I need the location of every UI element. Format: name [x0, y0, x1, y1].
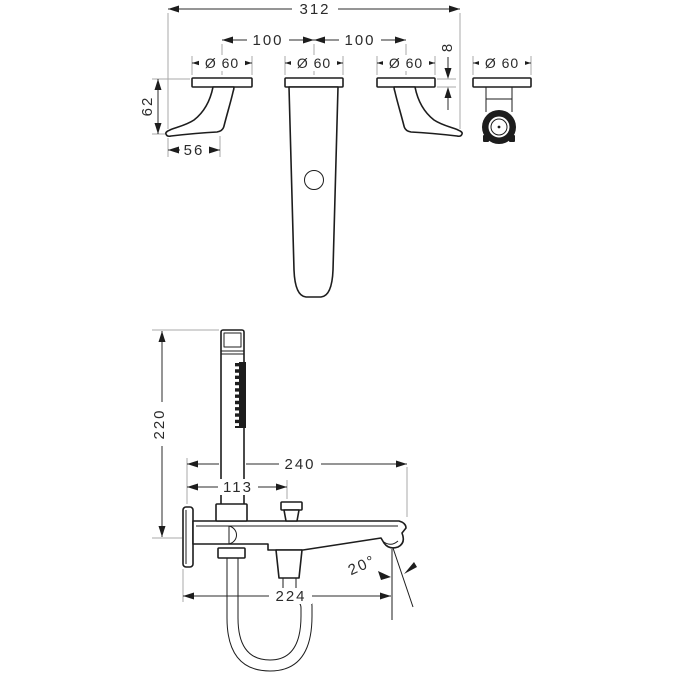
lever-right [393, 86, 463, 138]
top-view: 312 100 100 Ø 60 Ø 60 [139, 1, 532, 298]
dim-label-62: 62 [139, 96, 156, 117]
lever-left [165, 86, 235, 138]
bottom-view: 220 [151, 329, 417, 672]
wall-plate [182, 506, 194, 568]
shower-holder [215, 503, 248, 559]
diverter-knob [280, 501, 303, 522]
holder-cup [228, 525, 237, 545]
stream-angle: 20° [341, 547, 417, 620]
dim-diverter-offset: 113 [187, 479, 287, 496]
spout-outline [192, 520, 407, 551]
hand-shower [220, 329, 246, 517]
dim-label-rosette-right: Ø 60 [389, 55, 423, 71]
dim-label-113: 113 [223, 479, 253, 496]
dim-rosette-thickness: 8 [439, 38, 456, 110]
dim-label-8: 8 [439, 42, 456, 52]
dim-label-rosette-spout: Ø 60 [297, 55, 331, 71]
dim-total-width: 312 [168, 1, 460, 18]
dim-label-224: 224 [275, 588, 306, 605]
handle-right-side-view [376, 77, 463, 138]
dim-pitch: 100 100 [222, 32, 406, 49]
dim-spout-reach: 240 [187, 456, 407, 473]
bath-spout [192, 520, 407, 551]
spout-top-view [284, 77, 344, 298]
dim-stream-offset: 224 [183, 588, 391, 605]
rosette-left [191, 77, 253, 88]
aerator [383, 540, 399, 545]
handle-knob-center [497, 125, 501, 129]
spout-hole [304, 170, 324, 190]
dim-label-100-left: 100 [252, 32, 283, 49]
dim-handle-projection: 62 [139, 79, 162, 134]
bottom-extension-lines [152, 329, 408, 602]
spout-column [288, 86, 339, 298]
dim-label-240: 240 [284, 456, 315, 473]
dim-label-100-right: 100 [344, 32, 375, 49]
hand-shower-head [223, 332, 242, 348]
handle-left-side-view [165, 77, 253, 138]
rosette-spout [284, 77, 344, 88]
rosette-front [472, 77, 532, 88]
rosette-right [376, 77, 436, 88]
dim-handle-length: 56 [168, 142, 220, 159]
dim-hand-shower-height: 220 [151, 331, 168, 537]
dim-label-56: 56 [184, 142, 205, 159]
dim-rosettes: Ø 60 Ø 60 Ø 60 Ø 60 [192, 55, 531, 71]
dim-label-220: 220 [151, 408, 168, 439]
dim-label-rosette-front: Ø 60 [485, 55, 519, 71]
handle-front-view [472, 77, 532, 144]
spray-face-strip [239, 362, 246, 428]
dim-label-rosette-left: Ø 60 [205, 55, 239, 71]
dim-label-312: 312 [299, 1, 330, 18]
